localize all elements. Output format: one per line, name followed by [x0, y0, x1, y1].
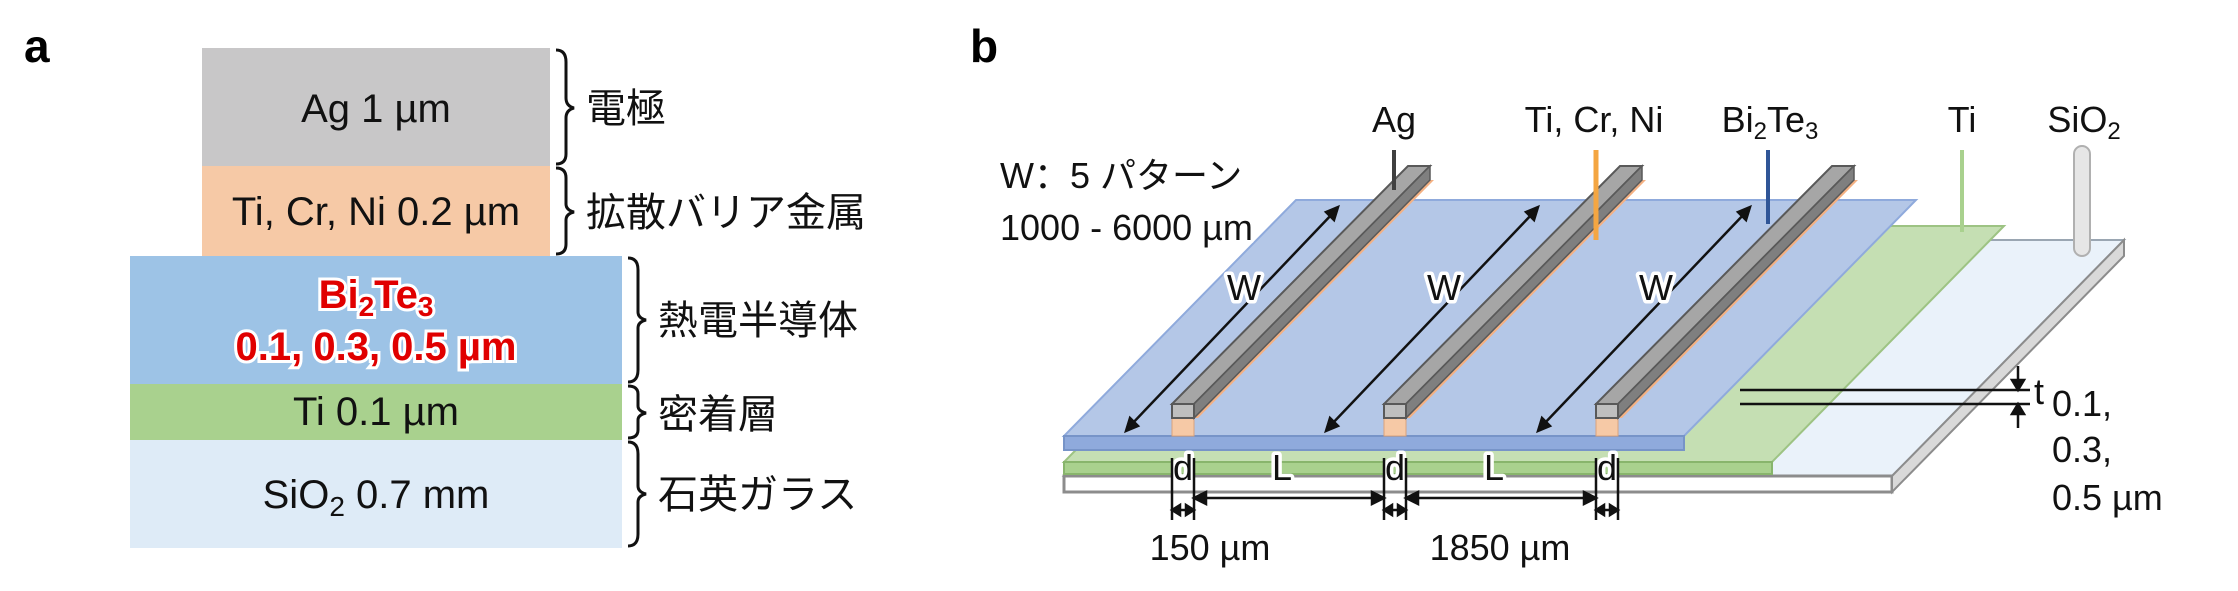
- w-arrow-3-head-b: [1735, 204, 1752, 223]
- dimension-lines: [1169, 458, 1621, 520]
- w-arrows: [1124, 204, 1752, 434]
- dim-d-arrow-2-head-a: [1381, 502, 1394, 518]
- dim-d-arrow-3-head-a: [1593, 502, 1606, 518]
- layer-barrier-text: Ti, Cr, Ni 0.2 µm: [232, 190, 520, 234]
- electrode-3-barrier-front: [1595, 417, 1619, 437]
- layer-ti: [130, 384, 622, 440]
- desc-quartz: 石英ガラス: [658, 473, 857, 517]
- ti-front: [1063, 461, 1773, 475]
- w-note-line1: W：5 パターン: [1000, 155, 1242, 196]
- d-value: 150 µm: [1150, 527, 1271, 568]
- electrode-1-front: [1171, 403, 1195, 419]
- brace-bite: [627, 256, 647, 384]
- panel-b-label: b: [970, 20, 998, 72]
- desc-adhesion: 密着層: [658, 393, 778, 437]
- electrode-2-front: [1383, 403, 1407, 419]
- label-ag: Ag: [1372, 99, 1416, 140]
- label-sio2: SiO2: [2047, 99, 2120, 145]
- t-label: t: [2034, 371, 2044, 412]
- t-arrow-bottom-head: [2009, 401, 2027, 416]
- desc-electrode: 電極: [586, 87, 666, 131]
- w-arrow-1-head-a: [1124, 415, 1141, 434]
- t-arrow-top-head: [2009, 378, 2027, 393]
- dim-l-arrow-1-head-a: [1191, 489, 1208, 507]
- layer-sio2: [130, 440, 622, 548]
- dim-d-arrow-3-head-b: [1608, 502, 1621, 518]
- electrode-2: [1381, 164, 1646, 437]
- d-label-3: d: [1597, 447, 1617, 488]
- label-barrier: Ti, Cr, Ni: [1525, 99, 1664, 140]
- label-bite: Bi2Te3: [1722, 99, 1819, 145]
- thickness-indicator: [1740, 366, 2030, 428]
- w-arrow-1-head-b: [1323, 204, 1340, 223]
- dim-d-arrow-1-head-a: [1169, 502, 1182, 518]
- w-note-line2: 1000 - 6000 µm: [1000, 207, 1253, 248]
- l-label-1: L: [1272, 447, 1292, 488]
- dim-l-arrow-1-head-b: [1370, 489, 1387, 507]
- dim-d-arrow-1-head-b: [1184, 502, 1197, 518]
- electrode-2-barrier-front: [1383, 417, 1407, 437]
- w-label-3: W: [1639, 267, 1673, 308]
- t-value-1: 0.1,: [2052, 383, 2112, 424]
- brace-sio2: [627, 440, 647, 548]
- layer-ti-text: Ti 0.1 µm: [293, 390, 459, 434]
- w-arrow-1: [1129, 211, 1335, 427]
- w-arrow-2-head-b: [1523, 204, 1540, 223]
- d-label-2: d: [1385, 447, 1405, 488]
- layer-ag: [202, 48, 550, 166]
- layer-ag-text: Ag 1 µm: [301, 87, 451, 131]
- braces: [555, 48, 647, 548]
- w-arrow-2-head-a: [1324, 415, 1341, 434]
- t-value-2: 0.3,: [2052, 429, 2112, 470]
- bite-front: [1063, 435, 1685, 451]
- l-label-2: L: [1484, 447, 1504, 488]
- brace-ag: [555, 48, 575, 166]
- d-label-1: d: [1173, 447, 1193, 488]
- electrode-1-barrier-front: [1171, 417, 1195, 437]
- electrode-3-front: [1595, 403, 1619, 419]
- panel-a: a Ag 1 µm Ti, Cr, Ni 0.2 µm Bi2Te3 0.1, …: [24, 20, 866, 548]
- layer-sio2-text: SiO2 0.7 mm: [263, 473, 490, 522]
- w-arrow-3-head-a: [1536, 415, 1553, 434]
- dim-d-arrow-2-head-b: [1396, 502, 1409, 518]
- l-value: 1850 µm: [1430, 527, 1571, 568]
- brace-barrier: [555, 166, 575, 256]
- brace-ti: [627, 384, 647, 440]
- t-value-3: 0.5 µm: [2052, 477, 2163, 518]
- layer-bite: [130, 256, 622, 384]
- label-ti: Ti: [1948, 99, 1977, 140]
- w-label-1: W: [1227, 267, 1261, 308]
- electrode-3: [1593, 164, 1858, 437]
- layer-bite-formula: Bi2Te3: [319, 273, 434, 322]
- glass-side: [1891, 237, 2125, 495]
- panel-a-label: a: [24, 20, 50, 72]
- dim-l-arrow-2-head-a: [1403, 489, 1420, 507]
- panel-b: b: [970, 20, 2166, 568]
- dim-l-arrow-2-head-b: [1582, 489, 1599, 507]
- layer-bite-thickness: 0.1, 0.3, 0.5 µm: [236, 325, 517, 369]
- sio2-leader: [2073, 145, 2091, 257]
- w-arrow-2: [1329, 211, 1535, 427]
- w-arrow-3: [1541, 211, 1747, 427]
- electrode-1: [1169, 164, 1434, 437]
- layer-barrier: [202, 166, 550, 256]
- w-label-2: W: [1427, 267, 1461, 308]
- desc-barrier: 拡散バリア金属: [586, 191, 866, 235]
- desc-thermoelectric: 熱電半導体: [658, 299, 858, 343]
